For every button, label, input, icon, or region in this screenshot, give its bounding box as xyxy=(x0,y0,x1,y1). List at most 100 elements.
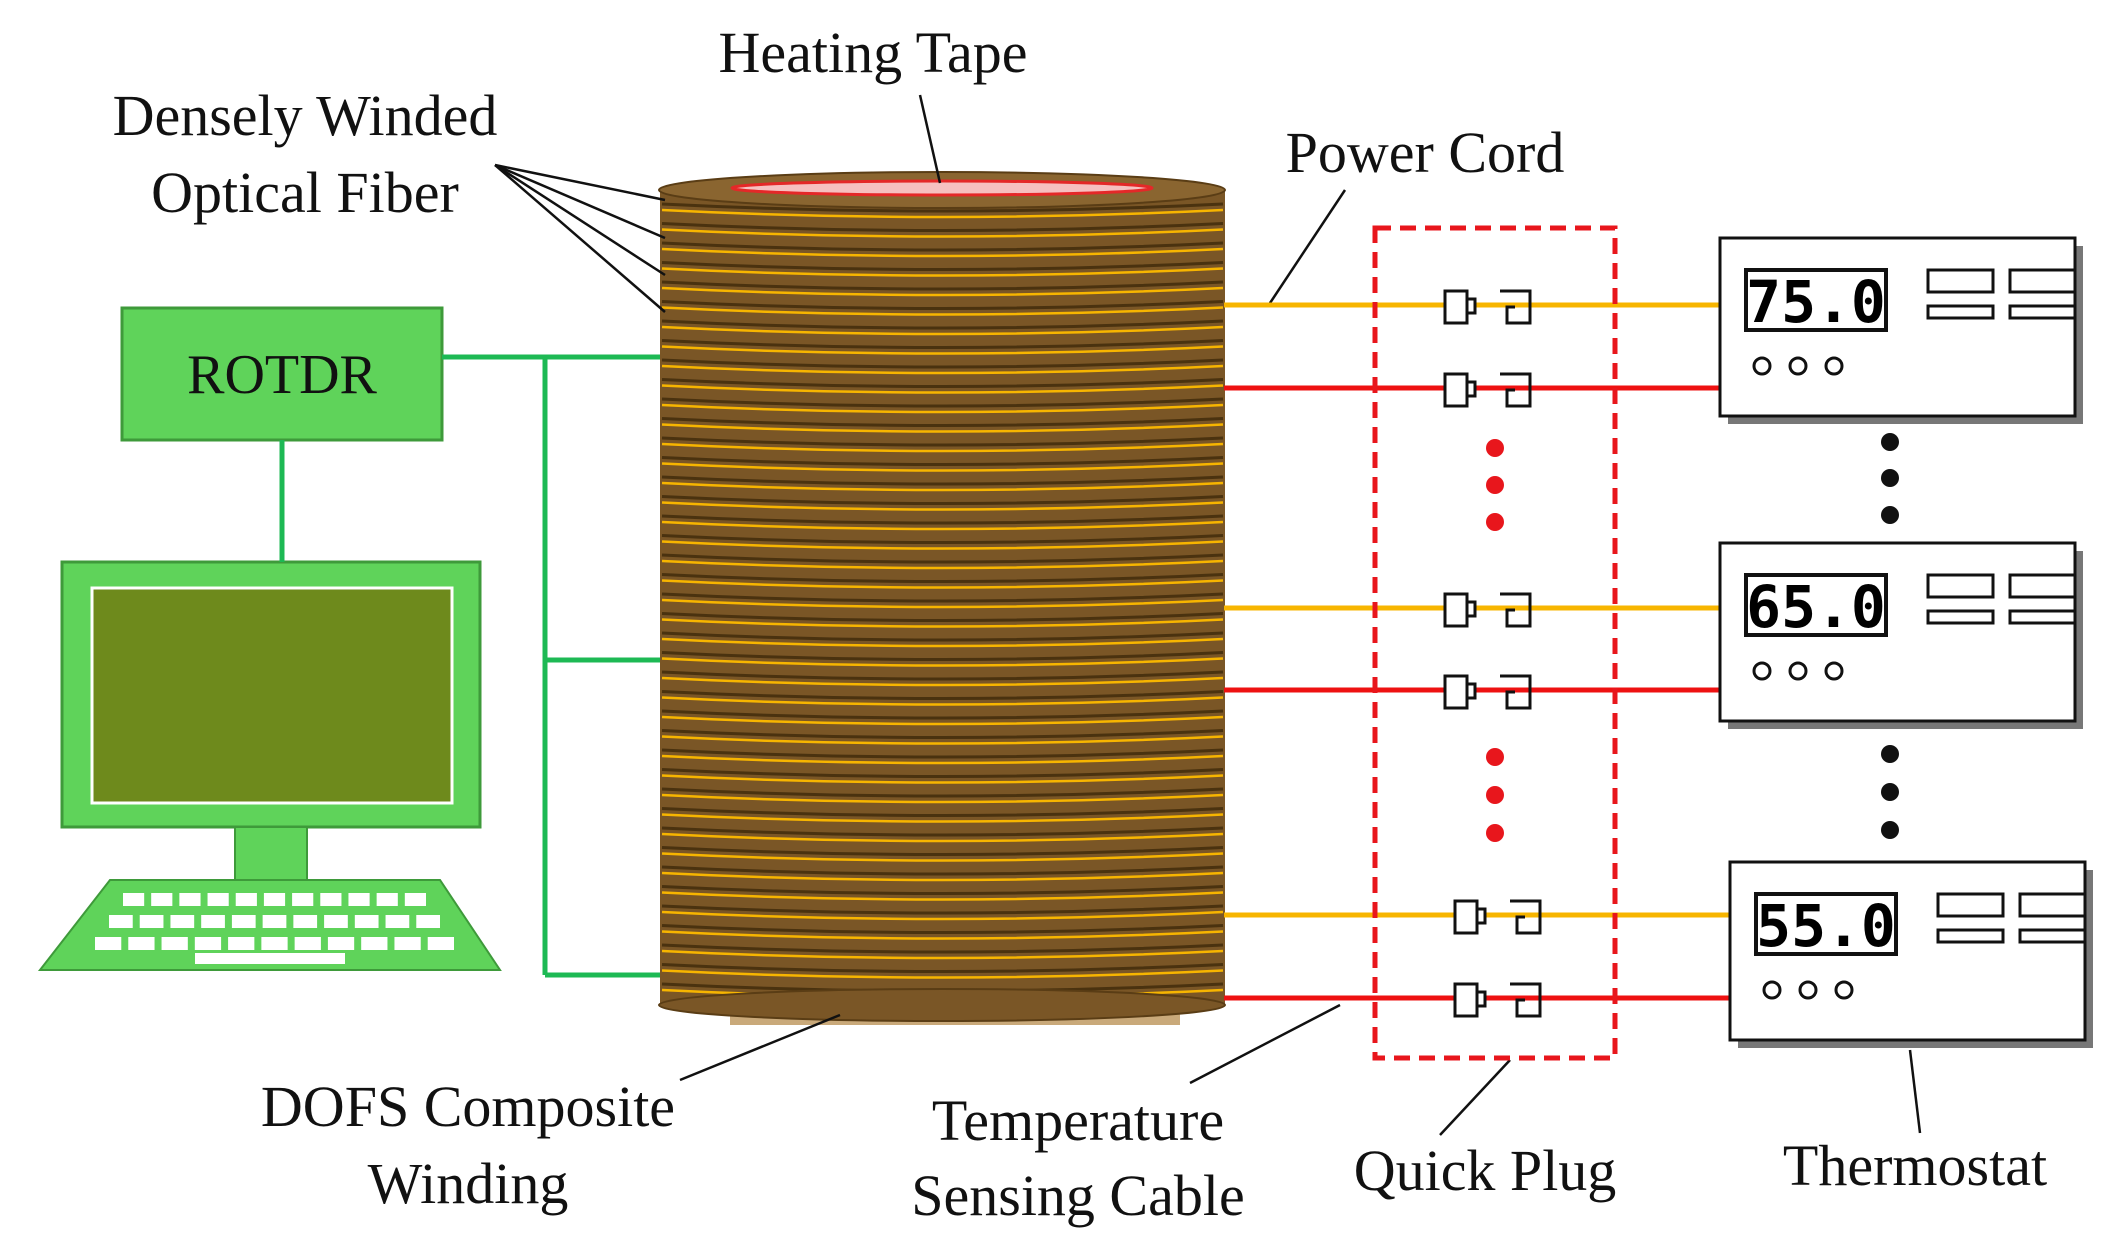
winding-fiber-ring xyxy=(661,228,1224,238)
keyboard-key xyxy=(376,893,398,906)
winding-ring-edge xyxy=(661,670,1224,681)
winding-fiber-ring xyxy=(661,696,1224,706)
fiber-connections xyxy=(279,354,660,978)
plug-prong xyxy=(1465,297,1477,315)
power-cord-label: Power Cord xyxy=(1286,120,1565,185)
winding-fiber-ring xyxy=(661,949,1224,960)
winding-fiber-ring xyxy=(661,910,1224,921)
thermostat-display xyxy=(1754,892,1898,956)
thermostat-knob xyxy=(1788,661,1808,681)
winding-fiber-ring xyxy=(661,579,1224,589)
thermostat-display-value: 55.0 xyxy=(1756,892,1896,960)
winding-fiber-ring xyxy=(661,325,1224,336)
winding-fiber-ring xyxy=(661,793,1224,804)
keyboard-key xyxy=(348,893,370,906)
winding-ring-edge xyxy=(661,631,1224,642)
winding-ring-edge xyxy=(661,495,1224,505)
winding-fiber-ring xyxy=(661,364,1224,375)
winding-ring-edge xyxy=(661,222,1224,232)
ellipsis-dots-black xyxy=(1881,433,1899,839)
thermostat-2: 65.0 xyxy=(1718,541,2083,729)
keyboard-key xyxy=(228,937,255,950)
keyboard-key xyxy=(354,915,379,928)
winding-ring-edge xyxy=(661,709,1224,720)
winding-fiber-ring xyxy=(661,403,1224,414)
winding-ring-edge xyxy=(661,358,1224,369)
winding-ring-edge xyxy=(661,592,1224,603)
keyboard-key xyxy=(179,893,201,906)
plug-prong xyxy=(1465,380,1477,398)
keyboard-key xyxy=(416,915,440,928)
ellipsis-dots-red xyxy=(1486,439,1504,842)
winding-ring-edge xyxy=(661,261,1224,271)
plug-icon xyxy=(1443,372,1469,408)
winding-ring-edge xyxy=(661,651,1224,661)
winding-ring-edge xyxy=(661,436,1224,447)
winding-fiber-ring xyxy=(661,384,1224,394)
cylinder-bottom xyxy=(658,988,1226,1022)
winding-fiber-ring xyxy=(661,735,1224,745)
plug-prong xyxy=(1465,682,1477,700)
leader-lines xyxy=(494,94,1922,1136)
plug-prong xyxy=(1475,990,1487,1008)
plug-prong xyxy=(1475,907,1487,925)
socket-icon xyxy=(1500,372,1532,408)
winding-fiber-ring xyxy=(661,813,1224,823)
winding-fiber-ring xyxy=(661,286,1224,297)
temperature-cable-label-line1: Temperature xyxy=(932,1088,1224,1153)
winding-ring-edge xyxy=(661,456,1224,466)
winding-fiber-ring xyxy=(661,969,1224,979)
thermostat-knob xyxy=(1788,356,1808,376)
monitor-stand xyxy=(234,826,308,883)
keyboard-key xyxy=(151,893,173,906)
socket-icon xyxy=(1510,899,1542,935)
winding-ring-edge xyxy=(661,397,1224,408)
plug-icon xyxy=(1443,674,1469,710)
winding-fiber-ring xyxy=(661,481,1224,492)
rotdr-label: ROTDR xyxy=(187,344,377,406)
quick-plug-label: Quick Plug xyxy=(1354,1138,1617,1203)
winding-fiber-ring xyxy=(661,598,1224,609)
winding-fiber-ring xyxy=(661,267,1224,277)
densely-winded-label-line1: Densely Winded xyxy=(113,83,498,148)
keyboard-key xyxy=(404,893,426,906)
keyboard-key xyxy=(170,915,195,928)
winding-fiber-ring xyxy=(661,306,1224,316)
winding-ring-edge xyxy=(661,300,1224,310)
winding-ring-edge xyxy=(661,943,1224,954)
thermostat-display xyxy=(1744,573,1888,637)
winding-ring-edge xyxy=(661,339,1224,349)
keyboard-key xyxy=(128,937,155,950)
winding-ring-edge xyxy=(661,787,1224,798)
keyboard-key xyxy=(320,893,342,906)
keyboard-key xyxy=(292,893,314,906)
thermostat-button xyxy=(2018,928,2087,944)
heating-tape-label: Heating Tape xyxy=(719,20,1028,85)
cables xyxy=(1224,302,1730,1001)
thermostat-button xyxy=(1936,928,2005,944)
winding-fiber-ring xyxy=(661,676,1224,687)
winding-ring-edge xyxy=(661,846,1224,856)
winding-fiber-ring xyxy=(661,637,1224,648)
keyboard-key xyxy=(231,915,256,928)
thermostat-button xyxy=(1936,892,2005,918)
dofs-label-line2: Winding xyxy=(368,1151,569,1216)
winding-ring-edge xyxy=(661,475,1224,486)
keyboard-key xyxy=(95,937,122,950)
keyboard-key xyxy=(327,937,355,950)
keyboard-key xyxy=(207,893,229,906)
thermostat-display xyxy=(1744,268,1888,332)
temperature-cable-label-line2: Sensing Cable xyxy=(911,1163,1244,1228)
keyboard-key xyxy=(385,915,410,928)
keyboard-key xyxy=(361,937,388,950)
winding-ring-edge xyxy=(661,748,1224,759)
winding-fiber-ring xyxy=(661,774,1224,784)
winding-ring-edge xyxy=(661,865,1224,876)
thermostat-display-value: 75.0 xyxy=(1746,268,1886,336)
winding-ring-edge xyxy=(661,612,1224,622)
keyboard-key xyxy=(294,937,321,950)
thermostat-button xyxy=(2008,609,2077,625)
winding-fiber-ring xyxy=(661,247,1224,258)
socket-icon xyxy=(1500,592,1532,628)
